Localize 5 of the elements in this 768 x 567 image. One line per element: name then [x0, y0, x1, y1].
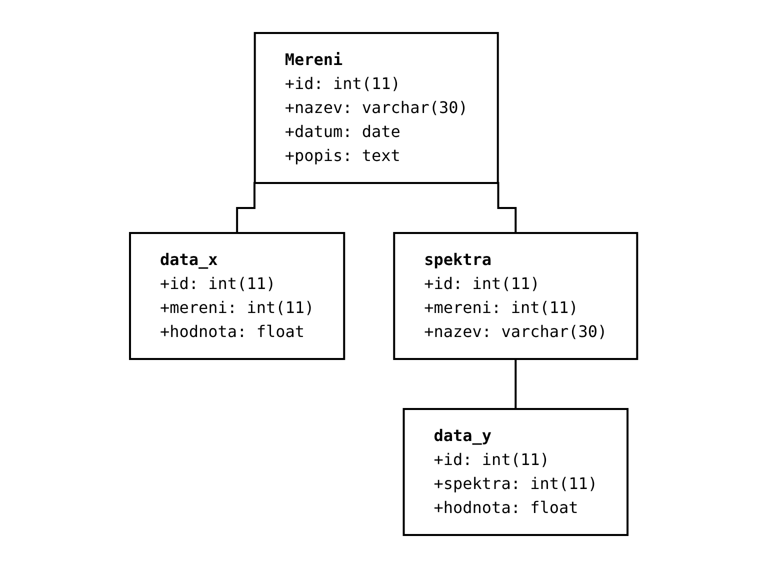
node-box: data_y +id: int(11) +spektra: int(11) +hodnota: float — [403, 408, 629, 536]
connector — [515, 358, 518, 410]
node-box: spektra +id: int(11) +mereni: int(11) +nazev: varchar(30) — [394, 232, 639, 360]
node-box: data_x +id: int(11) +mereni: int(11) +hodnota: float — [129, 232, 346, 360]
node-box: Mereni +id: int(11) +nazev: varchar(30) +datum: date +popis: text — [254, 32, 500, 184]
